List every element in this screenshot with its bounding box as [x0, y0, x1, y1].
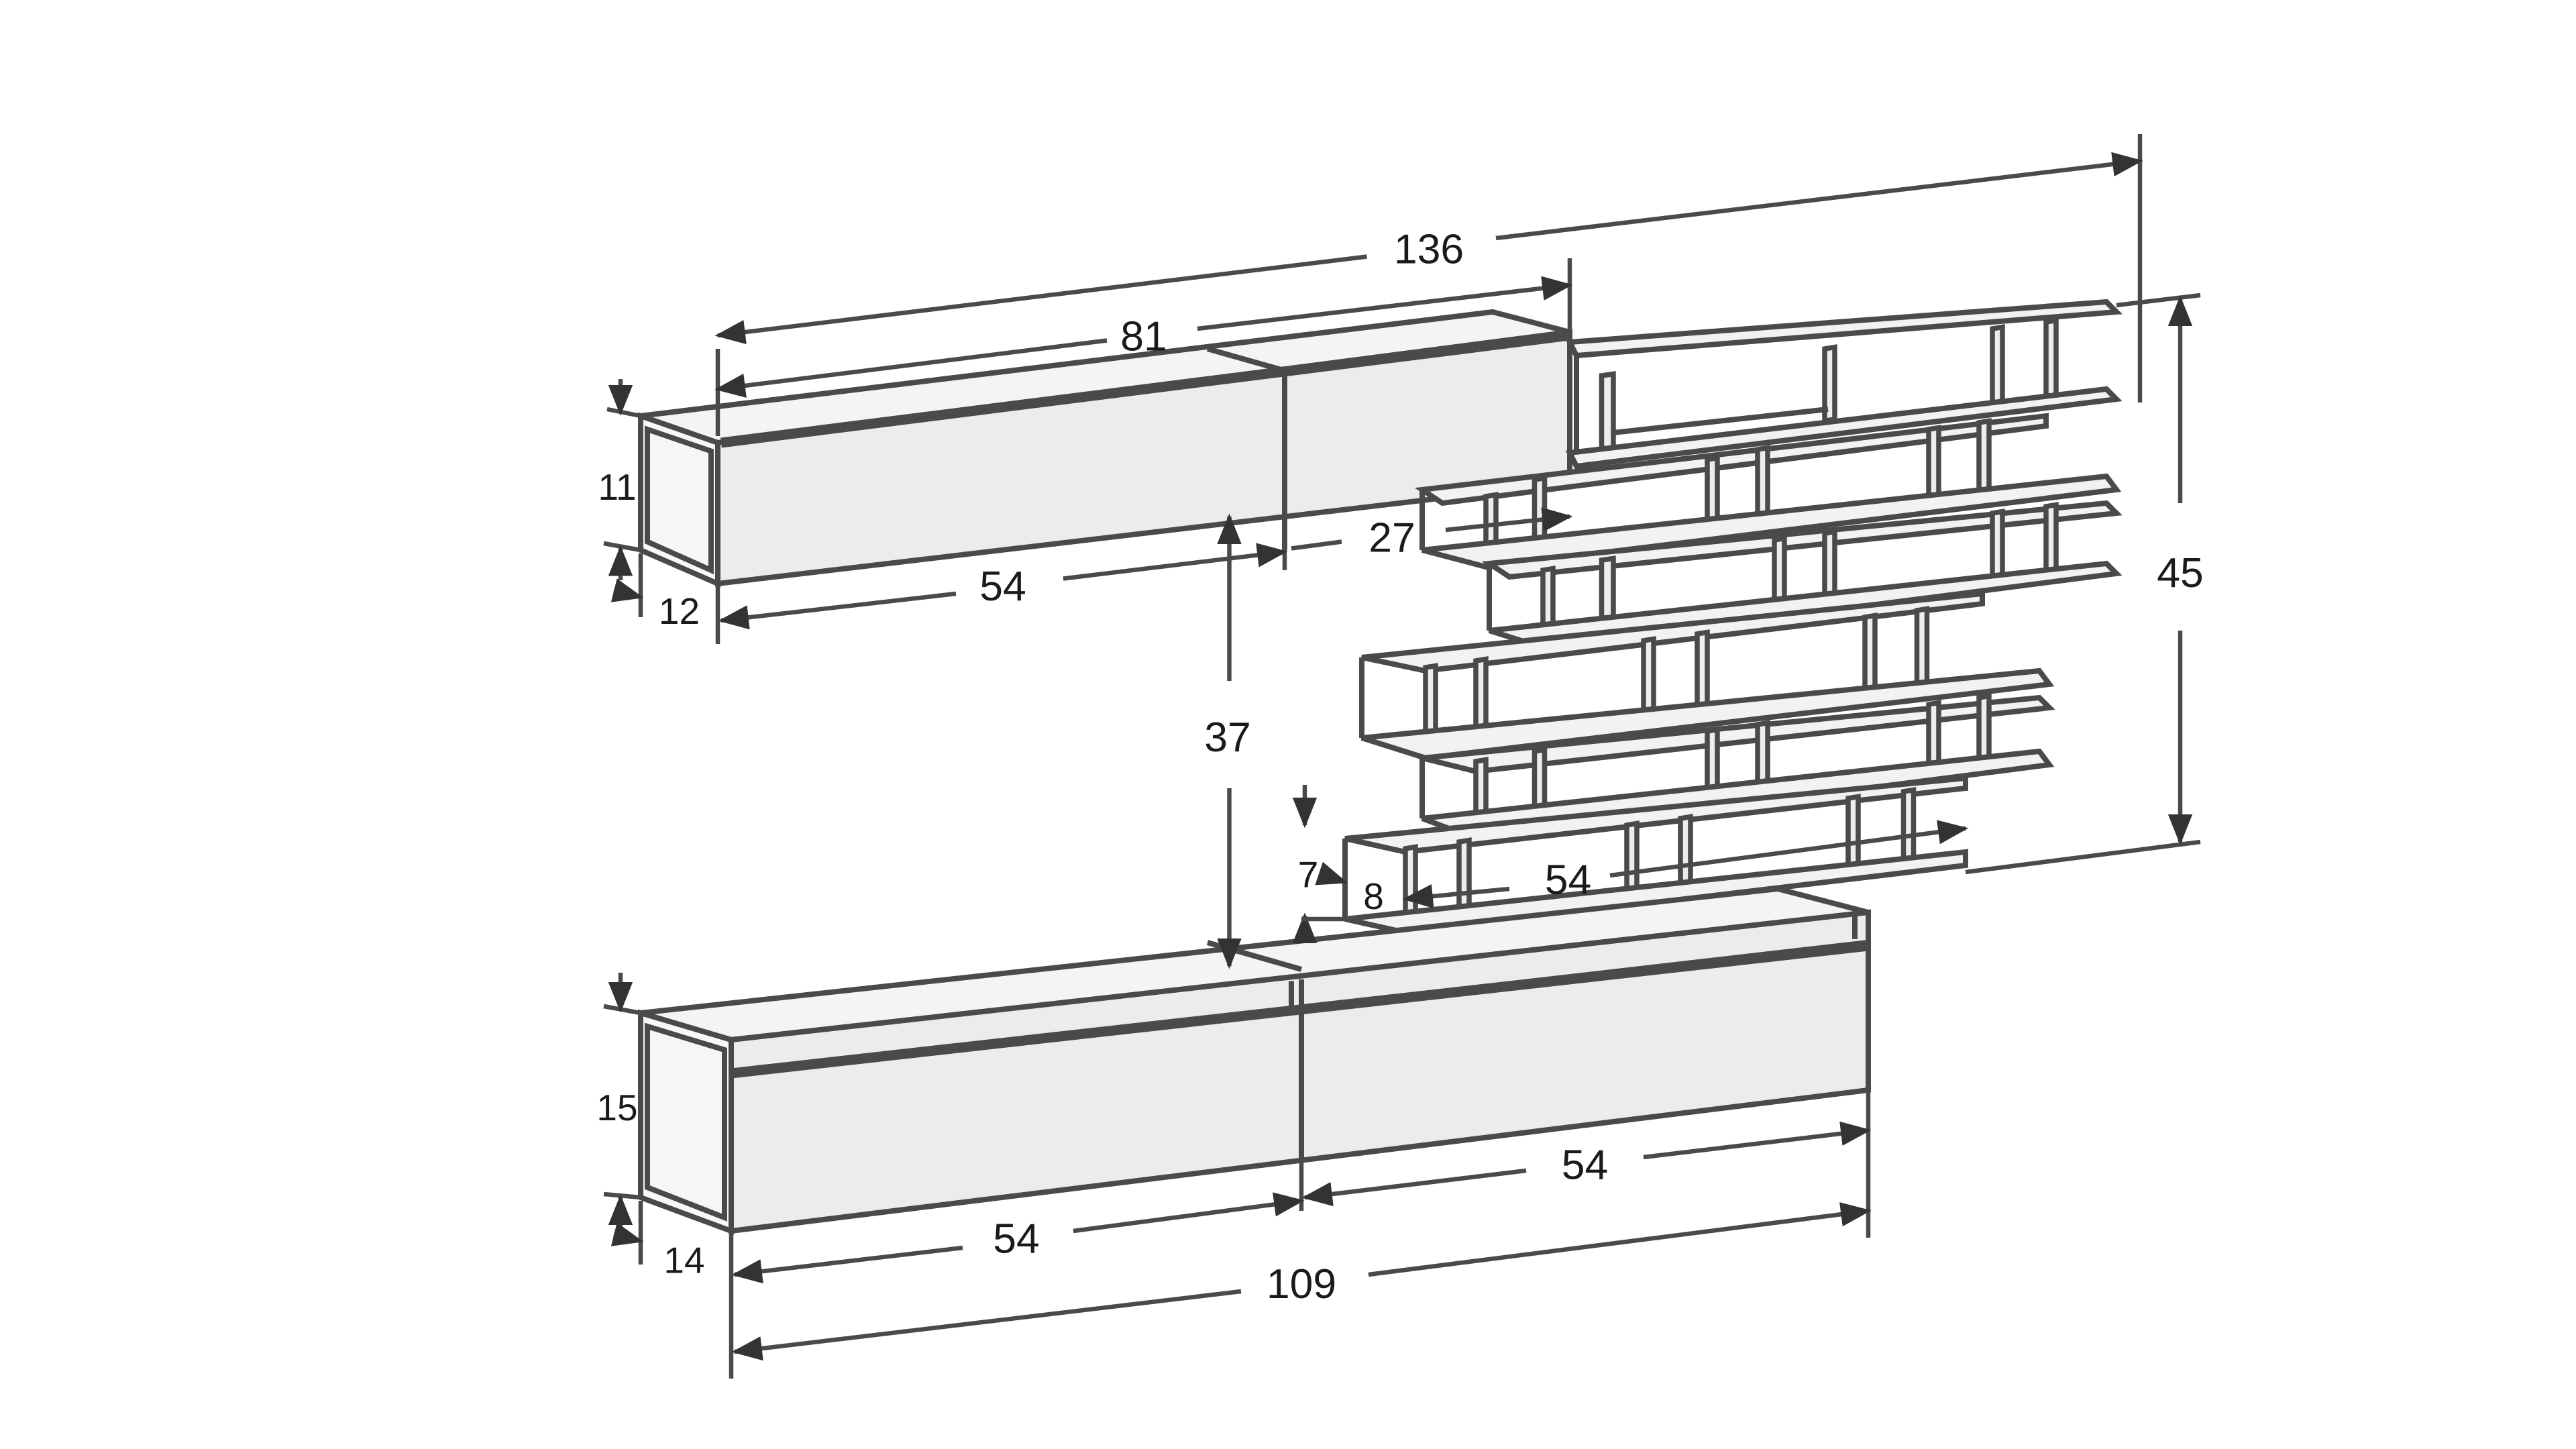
dim-7: 7	[1298, 854, 1319, 896]
dim-136: 136	[1394, 226, 1464, 273]
dimension-lines	[603, 134, 2201, 1379]
dim-37: 37	[1204, 714, 1251, 761]
dim-109: 109	[1267, 1260, 1336, 1307]
dim-8: 8	[1363, 875, 1384, 917]
dim-81: 81	[1120, 313, 1167, 360]
top-wall-unit	[638, 309, 1572, 588]
dim-54-bottom-left: 54	[993, 1216, 1040, 1263]
dim-27: 27	[1368, 515, 1415, 561]
shelving-unit	[1342, 299, 2123, 936]
dim-11: 11	[598, 466, 636, 508]
dim-54-bottom-right: 54	[1562, 1142, 1609, 1189]
dim-45: 45	[2157, 549, 2204, 596]
bottom-tv-unit	[638, 885, 1871, 1235]
dim-14: 14	[663, 1240, 704, 1281]
dim-54-top: 54	[979, 563, 1026, 610]
dim-12: 12	[659, 590, 700, 632]
dim-15: 15	[596, 1087, 637, 1128]
dimension-labels: 136 81 11 12 54 27 37 45 7 8 54 15 14 54…	[596, 226, 2203, 1308]
dim-54-shelf: 54	[1545, 857, 1592, 904]
